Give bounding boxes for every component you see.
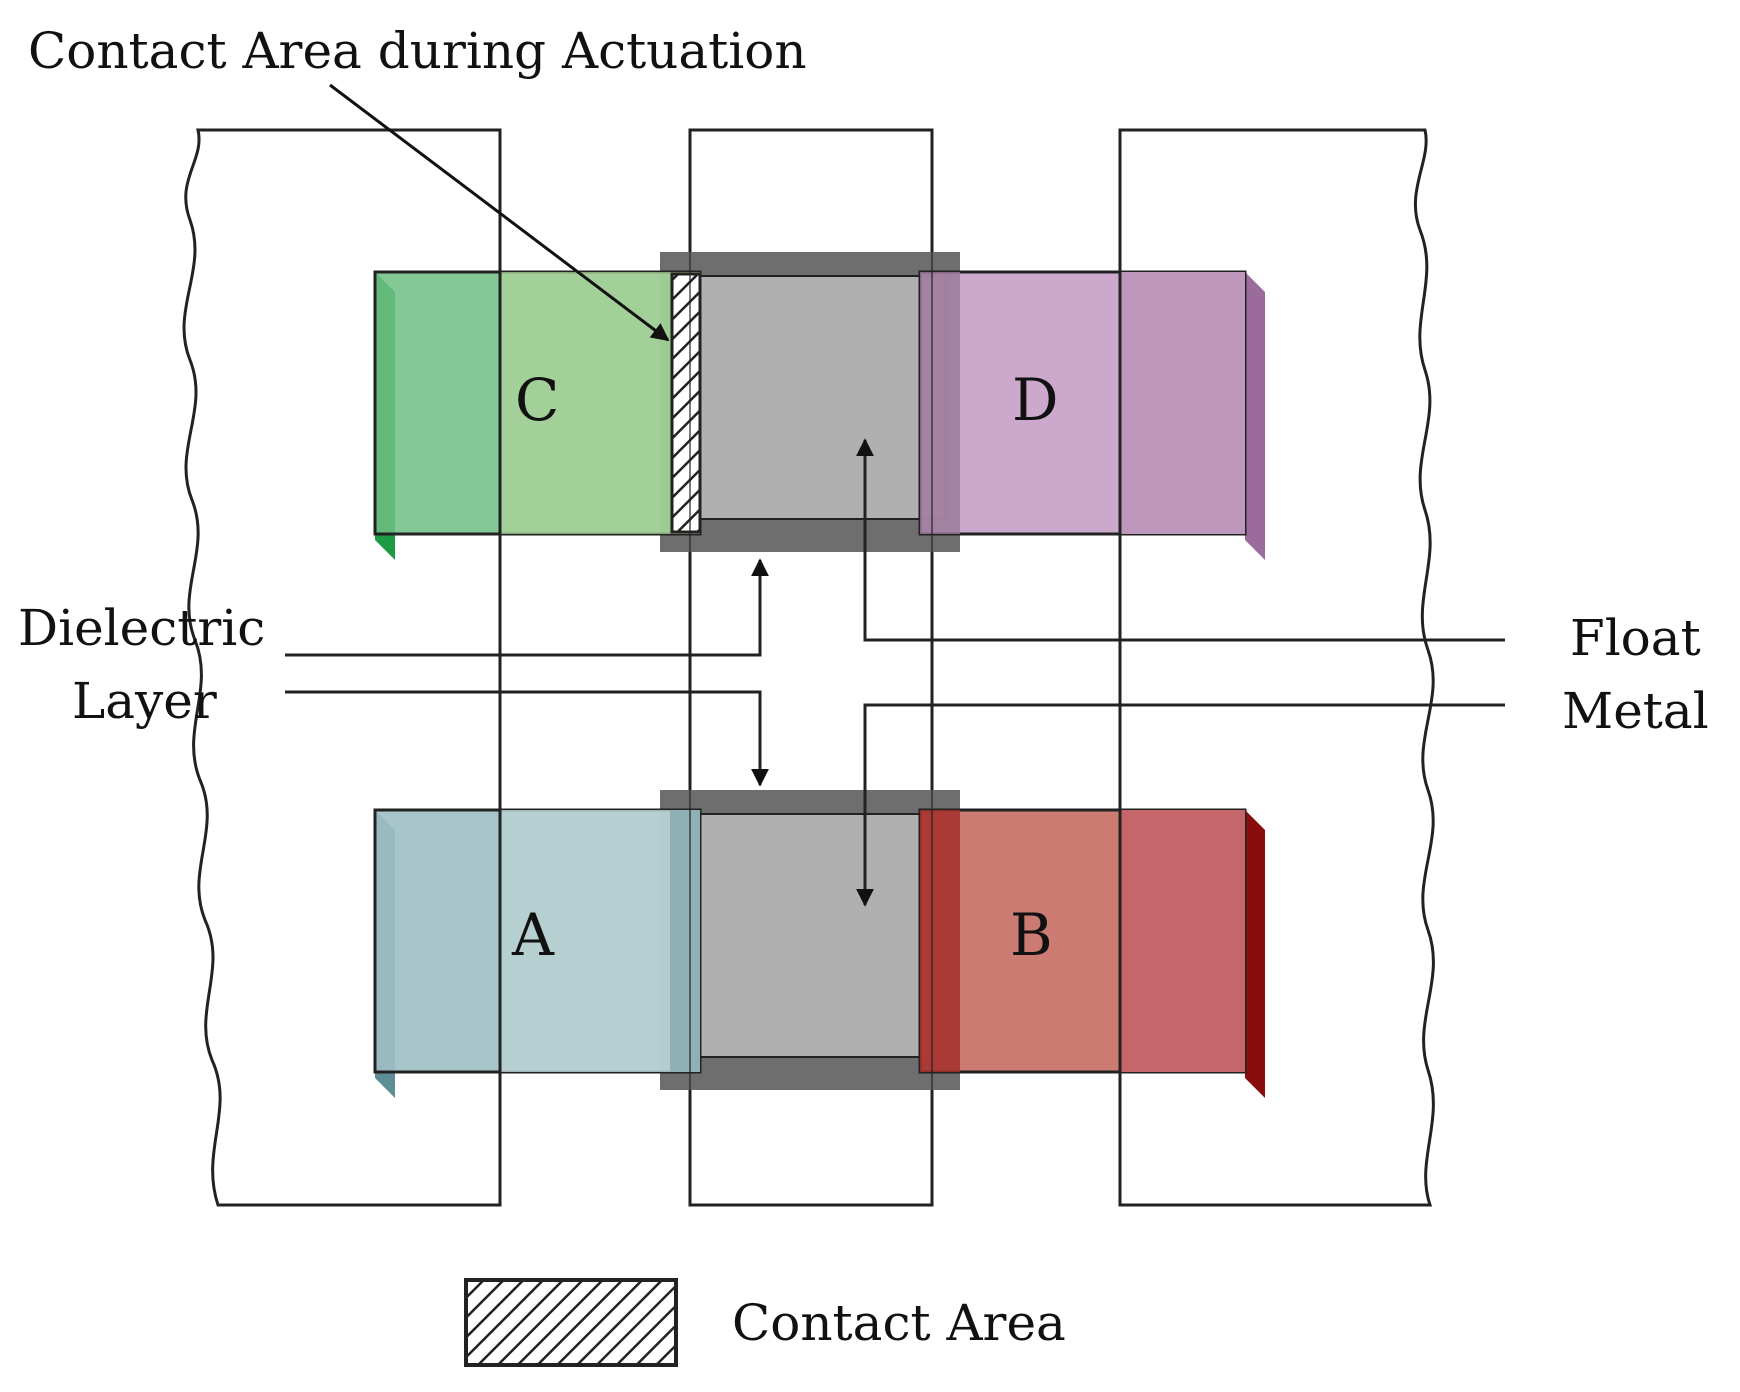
legend-hatch-swatch — [464, 1278, 678, 1367]
contact-actuation-label: Contact Area during Actuation — [28, 22, 807, 80]
pad-c — [373, 270, 702, 560]
contact-area-actuation — [670, 272, 702, 534]
float-label: Float — [1570, 609, 1701, 667]
float-metal-arrow-down — [856, 703, 1505, 907]
pad-c-label: C — [515, 366, 559, 434]
contact-actuation-arrow — [329, 83, 670, 342]
pad-a-label: A — [511, 901, 555, 969]
dielectric-arrow-up — [285, 558, 769, 657]
pad-b — [918, 808, 1265, 1098]
dielectric-label-line1: Dielectric — [18, 599, 265, 657]
dielectric-arrow-down — [285, 690, 769, 787]
pad-d — [918, 270, 1265, 560]
pad-a — [373, 808, 702, 1098]
legend-label: Contact Area — [732, 1294, 1066, 1352]
metal-label: Metal — [1562, 682, 1709, 740]
upper-float-metal — [674, 275, 946, 520]
float-metal-arrow-up — [856, 438, 1505, 642]
pad-d-label: D — [1012, 366, 1059, 434]
dielectric-label-line2: Layer — [72, 672, 217, 730]
pad-b-label: B — [1010, 901, 1053, 969]
lower-float-metal — [674, 813, 946, 1058]
